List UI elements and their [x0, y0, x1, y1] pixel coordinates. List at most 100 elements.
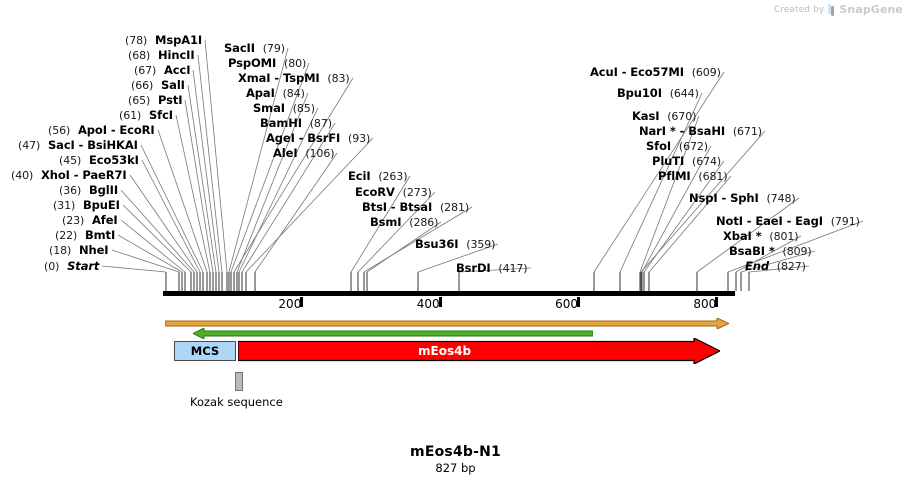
enzyme-name: XhoI	[41, 168, 70, 182]
restriction-site-label[interactable]: (78) MspA1I	[125, 34, 202, 47]
restriction-site-label[interactable]: NspI - SphI (748)	[689, 192, 796, 205]
feature-kozak-label: Kozak sequence	[190, 395, 283, 409]
restriction-site-label[interactable]: (40) XhoI - PaeR7I	[11, 169, 127, 182]
site-position: (286)	[409, 216, 439, 229]
enzyme-name: Bsu36I	[415, 237, 459, 251]
ruler-tick-mark	[300, 297, 304, 307]
enzyme-name: BtsaI	[399, 200, 433, 214]
site-position: (66)	[131, 79, 154, 92]
restriction-site-label[interactable]: (68) HincII	[128, 49, 195, 62]
restriction-site-label[interactable]: AleI (106)	[273, 147, 335, 160]
enzyme-name: AgeI	[266, 131, 295, 145]
restriction-site-label[interactable]: XmaI - TspMI (83)	[238, 72, 350, 85]
feature-meos4b-arrow[interactable]	[237, 337, 722, 365]
feature-reverse-arrow-shape	[191, 327, 594, 340]
restriction-site-label[interactable]: BtsI - BtsaI (281)	[362, 201, 469, 214]
restriction-site-label[interactable]: XbaI * (801)	[723, 229, 799, 243]
restriction-site-label[interactable]: (31) BpuEI	[53, 199, 120, 212]
feature-mcs[interactable]: MCS	[174, 341, 236, 361]
site-position: (674)	[692, 155, 722, 168]
site-position: (67)	[134, 64, 157, 77]
restriction-site-label[interactable]: (36) BglII	[59, 184, 118, 197]
enzyme-name: AcuI	[590, 65, 618, 79]
restriction-site-label[interactable]: End (827)	[745, 260, 806, 273]
restriction-site-label[interactable]: AcuI - Eco57MI (609)	[590, 66, 721, 79]
feature-backbone-arrow[interactable]	[164, 314, 731, 330]
site-position: (263)	[378, 170, 408, 183]
site-leader-line	[111, 249, 180, 273]
enzyme-name: BsiHKAI	[87, 138, 138, 152]
restriction-site-label[interactable]: BsrDI (417)	[456, 262, 528, 275]
restriction-site-label[interactable]: (66) SalI	[131, 79, 185, 92]
site-position: (273)	[402, 186, 432, 199]
ruler-tick-label: 200	[278, 297, 302, 311]
restriction-site-label[interactable]: BamHI (87)	[260, 117, 332, 130]
feature-backbone-arrow-shape	[164, 317, 731, 330]
site-position: (56)	[48, 124, 71, 137]
restriction-site-label[interactable]: NarI * - BsaHI (671)	[639, 125, 762, 138]
restriction-site-label[interactable]: (45) Eco53kI	[59, 154, 139, 167]
enzyme-name: XbaI *	[723, 229, 762, 243]
enzyme-name: SmaI	[253, 101, 285, 115]
enzyme-name: BtsI	[362, 200, 387, 214]
restriction-site-label[interactable]: Bsu36I (359)	[415, 238, 495, 251]
feature-reverse-arrow[interactable]	[191, 324, 594, 340]
restriction-site-label[interactable]: ApaI (84)	[246, 87, 305, 100]
enzyme-separator: -	[782, 214, 796, 228]
site-leader-line	[120, 189, 195, 273]
ruler-tick-mark	[576, 297, 580, 307]
restriction-site-label[interactable]: BsaBI * (809)	[729, 245, 812, 258]
enzyme-name: EcoRI	[119, 123, 155, 137]
enzyme-name: SfcI	[149, 108, 173, 122]
restriction-site-label[interactable]: BsmI (286)	[370, 216, 438, 229]
enzyme-separator: -	[742, 214, 756, 228]
enzyme-separator: -	[675, 124, 689, 138]
site-position: (672)	[678, 140, 708, 153]
restriction-site-label[interactable]: (65) PstI	[128, 94, 183, 107]
site-position: (644)	[669, 87, 699, 100]
restriction-site-label[interactable]: (18) NheI	[49, 244, 109, 257]
restriction-site-label[interactable]: (47) SacI - BsiHKAI	[18, 139, 138, 152]
restriction-site-label[interactable]: SfoI (672)	[646, 140, 708, 153]
restriction-site-label[interactable]: (23) AfeI	[62, 214, 118, 227]
site-leader-line	[157, 129, 208, 273]
enzyme-name: SphI	[730, 191, 759, 205]
site-leader-line	[192, 69, 220, 273]
site-leader-line	[101, 265, 167, 273]
enzyme-name: EciI	[348, 169, 371, 183]
restriction-site-label[interactable]: SacII (79)	[224, 42, 285, 55]
site-position: (417)	[498, 262, 528, 275]
site-position: (801)	[769, 230, 799, 243]
feature-kozak[interactable]	[235, 372, 243, 391]
site-position: (22)	[55, 229, 78, 242]
site-leader-line	[187, 84, 217, 273]
restriction-site-label[interactable]: EcoRV (273)	[355, 186, 432, 199]
restriction-site-label[interactable]: AgeI - BsrFI (93)	[266, 132, 370, 145]
restriction-site-label[interactable]: PspOMI (80)	[228, 57, 306, 70]
restriction-site-label[interactable]: (61) SfcI	[119, 109, 173, 122]
restriction-site-label[interactable]: SmaI (85)	[253, 102, 315, 115]
restriction-site-label[interactable]: Bpu10I (644)	[617, 87, 699, 100]
ruler-tick-mark	[438, 297, 442, 307]
restriction-site-label[interactable]: (0) Start	[44, 260, 99, 273]
enzyme-separator: -	[106, 123, 120, 137]
restriction-site-label[interactable]: (56) ApoI - EcoRI	[48, 124, 155, 137]
restriction-site-label[interactable]: (22) BmtI	[55, 229, 115, 242]
restriction-site-label[interactable]: PluTI (674)	[652, 155, 721, 168]
restriction-site-label[interactable]: EciI (263)	[348, 169, 408, 183]
enzyme-name: TspMI	[282, 71, 320, 85]
site-position: (84)	[282, 87, 305, 100]
enzyme-name: NspI	[689, 191, 718, 205]
plasmid-size: 827 bp	[435, 461, 476, 475]
enzyme-name: EcoRV	[355, 185, 395, 199]
enzyme-separator: -	[74, 138, 88, 152]
restriction-site-label[interactable]: KasI (670)	[632, 110, 696, 123]
site-position: (671)	[732, 125, 762, 138]
restriction-site-label[interactable]: NotI - EaeI - EagI (791)	[716, 215, 860, 228]
restriction-site-label[interactable]: PflMI (681)	[658, 170, 728, 183]
restriction-site-label[interactable]: (67) AccI	[134, 64, 191, 77]
site-position: (670)	[667, 110, 697, 123]
enzyme-name: SacI	[48, 138, 75, 152]
enzyme-separator: -	[270, 71, 283, 85]
site-position: (61)	[119, 109, 142, 122]
